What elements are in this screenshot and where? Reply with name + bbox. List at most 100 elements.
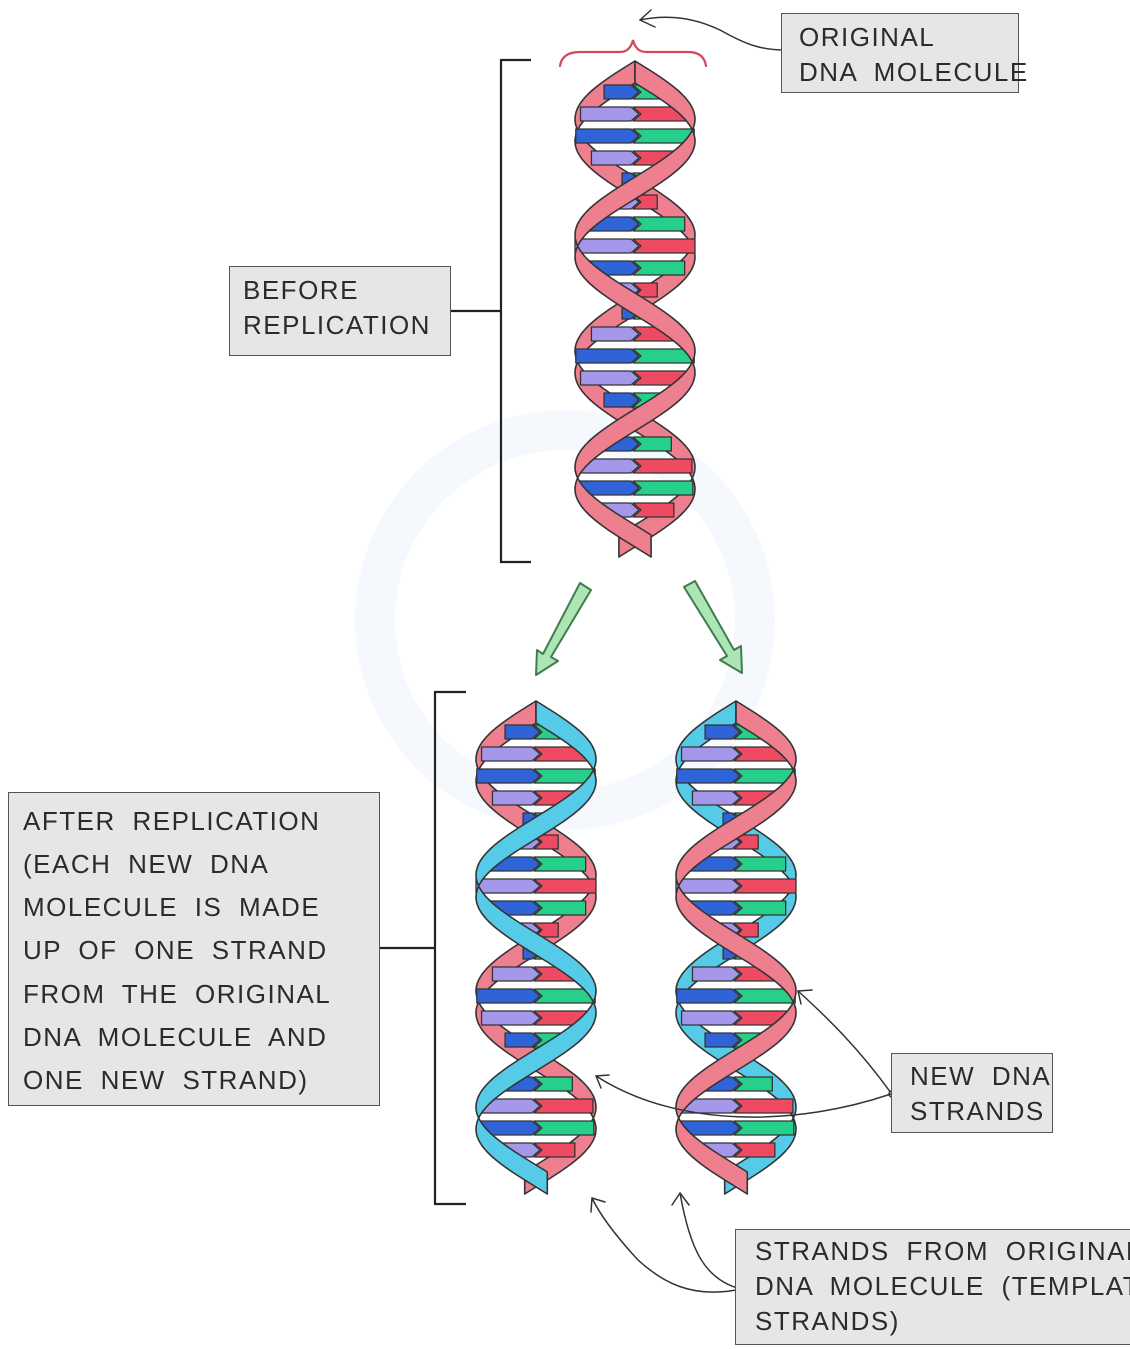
original-molecule-brace <box>558 39 708 68</box>
nucleotide-base <box>590 326 640 342</box>
label-line: ONE NEW STRAND) <box>23 1064 309 1095</box>
pointer-arrow-icon <box>797 989 896 1098</box>
base-pair <box>476 988 596 1004</box>
base-pair <box>584 216 686 232</box>
base-pair <box>677 1120 795 1136</box>
label-line: BEFORE <box>243 275 359 305</box>
pointer-arrow-icon <box>671 1192 742 1290</box>
label-line: STRANDS) <box>755 1305 900 1336</box>
template-strands-label: STRANDS FROM ORIGINAL DNA MOLECULE (TEMP… <box>735 1229 1130 1345</box>
base-pair <box>574 238 696 254</box>
pointer-arrow-icon <box>590 1197 746 1293</box>
nucleotide-base <box>579 106 640 122</box>
nucleotide-base <box>476 768 541 784</box>
nucleotide-base <box>632 238 696 254</box>
nucleotide-base <box>603 84 640 100</box>
label-line: STRANDS <box>910 1095 1045 1126</box>
after-replication-bracket <box>380 690 466 1206</box>
before-replication-bracket <box>451 58 531 564</box>
pointer-arrow-icon <box>595 1074 892 1118</box>
label-line: DNA MOLECULE AND <box>23 1021 328 1052</box>
nucleotide-base <box>575 348 640 364</box>
base-pair <box>676 768 796 784</box>
pointer-arrow-icon <box>639 9 791 54</box>
dna-backbone-strand <box>475 700 597 1195</box>
nucleotide-base <box>480 746 541 762</box>
base-pair <box>691 790 781 806</box>
nucleotide-base <box>733 1142 776 1158</box>
nucleotide-base <box>733 878 797 894</box>
nucleotide-base <box>632 502 675 518</box>
nucleotide-base <box>632 436 672 452</box>
label-line: MOLECULE IS MADE <box>23 892 321 923</box>
nucleotide-base <box>533 1120 595 1136</box>
label-line: FROM THE ORIGINAL <box>23 978 332 1009</box>
nucleotide-base <box>491 790 541 806</box>
down-arrow-icon <box>535 582 592 676</box>
nucleotide-base <box>504 1032 541 1048</box>
base-pair <box>477 1120 595 1136</box>
daughter-dna-molecule-right <box>675 700 797 1195</box>
label-line: (EACH NEW DNA <box>23 849 270 880</box>
nucleotide-base <box>675 878 741 894</box>
base-pair <box>676 988 796 1004</box>
daughter-dna-molecule-left <box>475 700 597 1195</box>
nucleotide-base <box>533 1076 573 1092</box>
label-line: DNA MOLECULE <box>799 56 1029 87</box>
nucleotide-base <box>691 966 741 982</box>
base-pair <box>577 458 693 474</box>
nucleotide-base <box>480 1010 541 1026</box>
nucleotide-base <box>676 988 741 1004</box>
label-line: UP OF ONE STRAND <box>23 935 328 966</box>
label-line: NEW DNA <box>910 1061 1052 1091</box>
nucleotide-base <box>632 348 695 364</box>
nucleotide-base <box>533 878 597 894</box>
nucleotide-base <box>533 988 596 1004</box>
nucleotide-base <box>476 988 541 1004</box>
dna-backbone-strand <box>675 700 797 1195</box>
base-pair <box>475 878 597 894</box>
label-line: REPLICATION <box>243 309 431 340</box>
label-line: ORIGINAL <box>799 22 936 52</box>
nucleotide-base <box>475 878 541 894</box>
nucleotide-base <box>590 150 640 166</box>
nucleotide-base <box>733 856 787 872</box>
base-pair <box>590 326 680 342</box>
original-dna-label: ORIGINAL DNA MOLECULE <box>781 13 1029 93</box>
nucleotide-base <box>632 480 694 496</box>
nucleotide-base <box>704 724 741 740</box>
nucleotide-base <box>733 1076 773 1092</box>
nucleotide-base <box>575 128 640 144</box>
nucleotide-base <box>579 370 640 386</box>
nucleotide-base <box>632 260 686 276</box>
base-pair <box>575 348 695 364</box>
after-replication-label: AFTER REPLICATION (EACH NEW DNA MOLECULE… <box>8 792 380 1106</box>
nucleotide-base <box>491 966 541 982</box>
nucleotide-base <box>733 988 796 1004</box>
label-line: DNA MOLECULE (TEMPLATE <box>755 1270 1130 1301</box>
nucleotide-base <box>533 856 587 872</box>
nucleotide-base <box>691 790 741 806</box>
nucleotide-base <box>574 238 640 254</box>
nucleotide-base <box>680 746 741 762</box>
nucleotide-base <box>632 216 686 232</box>
base-pair <box>478 1098 594 1114</box>
nucleotide-base <box>680 1010 741 1026</box>
nucleotide-base <box>733 1098 794 1114</box>
new-dna-strands-label: NEW DNA STRANDS <box>891 1053 1053 1133</box>
nucleotide-base <box>733 1120 795 1136</box>
original-dna-molecule <box>574 60 696 558</box>
base-pair <box>680 746 792 762</box>
nucleotide-base <box>676 768 741 784</box>
nucleotide-base <box>603 392 640 408</box>
nucleotide-base <box>533 1142 576 1158</box>
nucleotide-base <box>533 1098 594 1114</box>
label-line: AFTER REPLICATION <box>23 806 321 836</box>
base-pair <box>675 878 797 894</box>
nucleotide-base <box>733 900 787 916</box>
before-replication-label: BEFORE REPLICATION <box>229 266 451 356</box>
base-pair <box>476 768 596 784</box>
nucleotide-base <box>632 458 693 474</box>
nucleotide-base <box>704 1032 741 1048</box>
